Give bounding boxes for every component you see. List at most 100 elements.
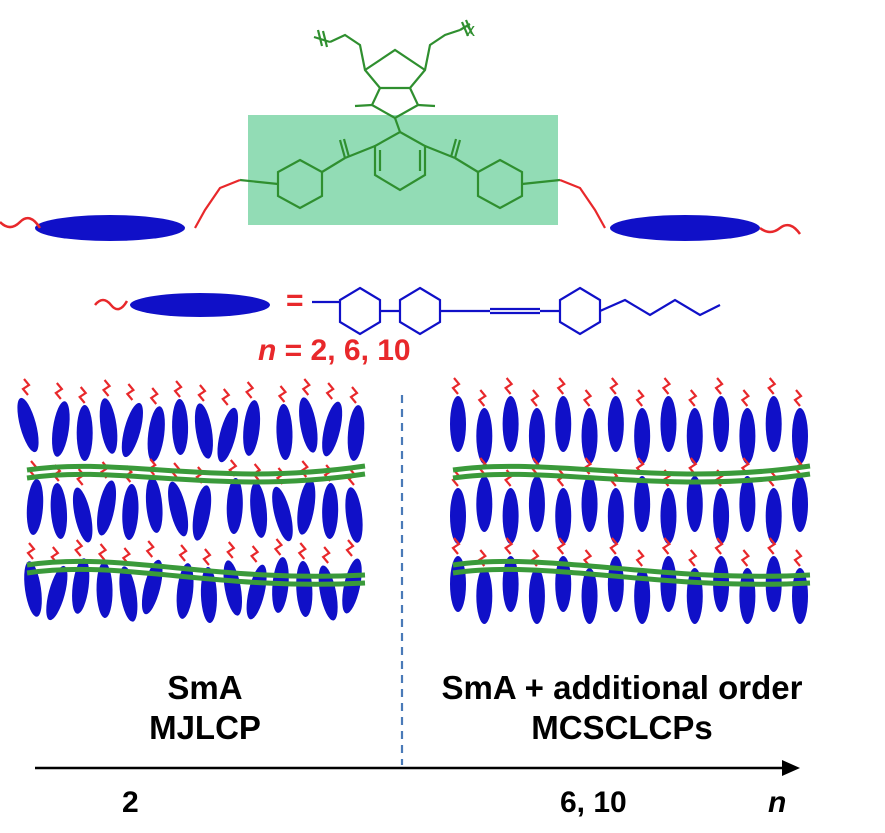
mesogen-ellipse-icon [792,476,808,532]
phenyl-rings [239,158,561,210]
mesogen-ellipse-icon [0,215,802,241]
highlight-box [248,115,558,225]
phase-left-line2: MJLCP [149,709,261,746]
alkyl-tail-icon [451,537,461,555]
mesogen-ellipse-icon [250,482,268,538]
mesogen-ellipse-icon [686,476,703,532]
mesogen-ellipse-icon [272,486,293,542]
mesogen-ellipse-icon [192,485,212,541]
mesogen-ellipse-icon [607,556,624,612]
mesogen-ellipse-icon [347,405,365,461]
phase-label-right: SmA + additional order MCSCLCPs [402,668,842,748]
mesogen-ellipse-icon [634,408,651,464]
mesogen-ellipse-icon [476,408,493,464]
mesogen-ellipse-icon [660,396,677,452]
mesogen-ellipse-icon [345,487,363,543]
mesogen-ellipse-icon [121,402,143,458]
alkyl-tail-icon [301,378,311,396]
mesogen-ellipse-icon [243,400,261,456]
axis-tick-right: 6, 10 [560,786,627,819]
alkyl-tail-icon [74,539,84,557]
alkyl-tail-icon [345,539,355,557]
alkyl-tail-icon [688,549,698,567]
mesogen-ellipse-icon [194,403,213,459]
n-symbol: n [258,334,277,367]
mesogen-ellipse-icon [226,478,243,534]
alkyl-tail-icon [26,542,36,560]
mesogen-ellipse-icon [476,568,493,624]
alkyl-tail-icon [244,381,255,399]
alkyl-tail-icon [173,380,183,398]
polymer-chain-icon [452,558,811,579]
alkyl-tail-icon [609,377,619,395]
alkyl-tail-icon [125,383,136,401]
mesogen-ellipse-icon [792,408,808,464]
alkyl-tail-icon [767,537,777,555]
alkyl-tail-icon [661,537,672,555]
mesogen-ellipse-icon [200,567,217,623]
mesogen-ellipse-icon [52,401,70,457]
alkyl-tail-icon [661,377,672,395]
alkyl-tail-icon [582,549,593,567]
alkyl-tail-icon [145,540,155,558]
spacers [194,178,606,229]
mesogen-ellipse-icon [450,488,466,544]
n-values: = 2, 6, 10 [284,334,411,367]
left-cluster [17,378,366,623]
mesogen-ellipse-icon [322,401,343,457]
alkyl-tail-icon [202,548,212,566]
alkyl-tail-icon [325,382,335,400]
alkyl-tail-icon [349,386,359,404]
mesogen-ellipse-icon [76,405,93,461]
n-values-label: n = 2, 6, 10 [258,334,411,368]
mesogen-ellipse-icon [713,396,730,452]
mesogen-ellipse-icon [581,408,598,464]
alkyl-tail-icon [221,388,231,406]
mesogen-ellipse-icon [581,568,598,624]
mesogen-ellipse-icon [476,476,493,532]
alkyl-tail-icon [54,382,64,400]
legend-mesogen [94,293,270,317]
phase-left-line1: SmA [167,669,243,706]
mesogen-ellipse-icon [528,476,545,532]
alkyl-tail-icon [530,389,540,407]
mesogen-ellipse-icon [72,558,90,614]
mesogen-ellipse-icon [276,404,293,460]
polymer-chain-icon [452,471,811,485]
mesogen-ellipse-icon [765,488,782,544]
alkyl-tail-icon [76,468,86,486]
alkyl-tail-icon [273,538,284,556]
alkyl-tail-icon [226,541,236,559]
alkyl-tail-icon [556,537,566,555]
mesogen-ellipse-icon [502,488,519,544]
alkyl-tail-icon [451,377,461,395]
alkyl-tail-icon [149,387,159,405]
alkyl-tail-icon [767,377,777,395]
alkyl-tail-icon [249,545,260,563]
repeat-subscript: x [466,20,475,40]
mesogen-ellipse-icon [97,480,117,536]
mesogen-ellipse-icon [168,481,189,537]
alkyl-tail-icon [793,549,803,567]
mesogen-ellipse-icon [502,396,519,452]
axis-arrowhead [782,760,800,776]
mesogen-ellipse-icon [581,476,598,532]
mesogen-ellipse-icon [96,562,113,618]
alkyl-tail-icon [635,549,645,567]
mesogen-ellipse-icon [555,488,572,544]
mesogen-ellipse-icon [297,479,316,535]
mesogen-ellipse-icon [502,556,519,612]
alkyl-tail-icon [714,377,724,395]
alkyl-tail-icon [101,379,112,397]
mesogen-ellipse-icon [660,488,677,544]
mesogen-ellipse-icon [299,397,318,453]
mesogen-ellipse-icon [99,398,118,454]
chemical-structure [313,19,479,192]
mesogen-ellipse-icon [246,564,267,620]
right-cluster [450,377,811,624]
mesogen-ellipse-icon [765,396,782,452]
alkyl-tail-icon [609,537,619,555]
mesogen-ellipse-icon [660,556,677,612]
mesogen-ellipse-icon [318,565,338,621]
mesogen-ellipse-icon [26,479,44,535]
